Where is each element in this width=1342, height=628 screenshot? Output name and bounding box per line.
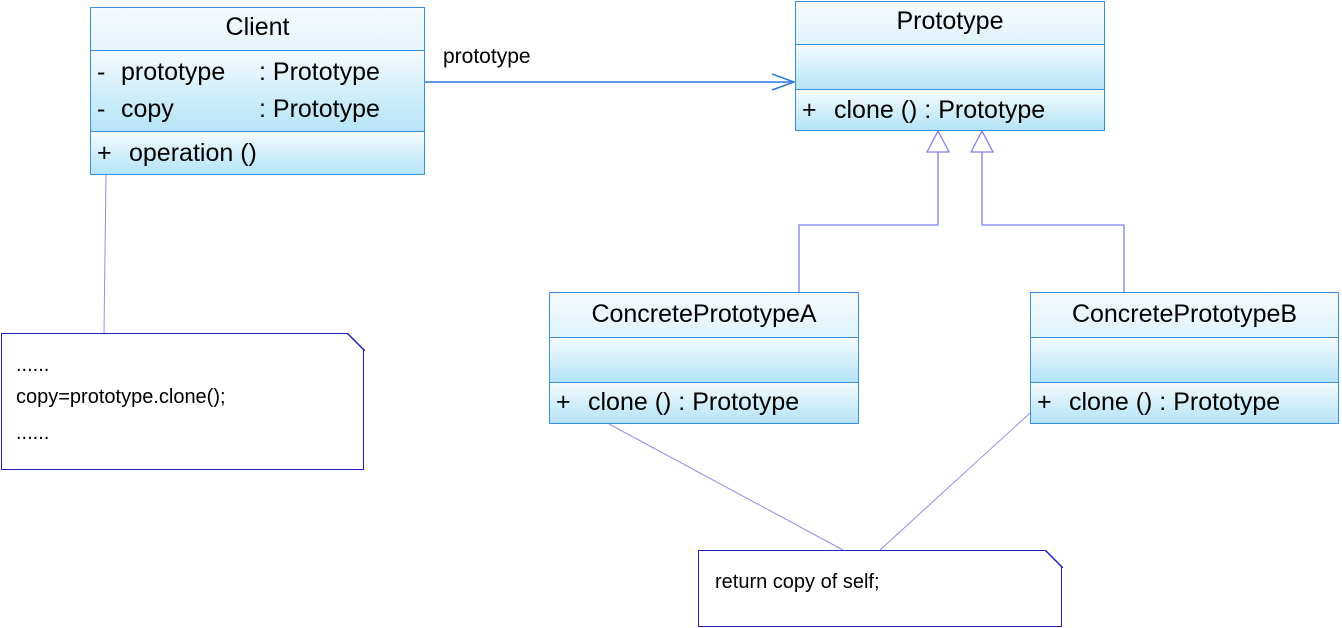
attr-name: prototype [121, 58, 226, 86]
class-concrete-prototype-a[interactable]: ConcretePrototypeA + clone () : Prototyp… [549, 292, 859, 424]
concrete-a-attributes [550, 337, 858, 382]
class-client[interactable]: Client - prototype : Prototype - copy : … [90, 7, 425, 175]
attr-name: copy [121, 95, 174, 123]
concrete-b-attributes [1031, 337, 1338, 382]
association-label: prototype [443, 45, 531, 68]
class-name-concrete-b: ConcretePrototypeB [1071, 300, 1298, 328]
note-return-copy[interactable]: return copy of self; [698, 549, 1063, 627]
association-arrowhead [771, 73, 797, 91]
generalization-arrowhead-a [925, 129, 951, 153]
op-signature: clone () : Prototype [588, 388, 800, 416]
op-visibility: + [1037, 388, 1052, 416]
prototype-attributes [796, 44, 1104, 89]
class-name-concrete-a: ConcretePrototypeA [591, 300, 817, 328]
generalization-line-a[interactable] [798, 152, 939, 292]
op-signature: operation () [129, 139, 257, 167]
note-link-concrete-a [608, 423, 844, 551]
note-fold-corner [346, 332, 365, 351]
client-operations: + operation () [91, 131, 424, 174]
note-line: ...... [16, 422, 50, 444]
note-link-client [103, 174, 107, 334]
class-concrete-prototype-b[interactable]: ConcretePrototypeB + clone () : Prototyp… [1030, 292, 1339, 424]
note-line: ...... [16, 354, 50, 376]
generalization-arrowhead-b [969, 129, 995, 153]
note-client-operation[interactable]: ...... copy=prototype.clone(); ...... [1, 332, 365, 470]
prototype-operations: + clone () : Prototype [796, 89, 1104, 130]
attr-visibility: - [97, 58, 106, 86]
note-fold-corner [1044, 549, 1063, 568]
class-name-prototype: Prototype [896, 7, 1004, 35]
op-visibility: + [97, 139, 112, 167]
op-visibility: + [556, 388, 571, 416]
client-attributes: - prototype : Prototype - copy : Prototy… [91, 50, 424, 131]
generalization-line-b[interactable] [981, 152, 1125, 292]
note-line: copy=prototype.clone(); [16, 386, 226, 408]
op-visibility: + [802, 96, 817, 124]
op-signature: clone () : Prototype [834, 96, 1046, 124]
class-prototype[interactable]: Prototype + clone () : Prototype [795, 1, 1105, 131]
concrete-a-operations: + clone () : Prototype [550, 382, 858, 423]
op-signature: clone () : Prototype [1069, 388, 1281, 416]
class-name-client: Client [225, 13, 290, 41]
attr-type: : Prototype [259, 58, 380, 86]
attr-type: : Prototype [259, 95, 380, 123]
attr-visibility: - [97, 95, 106, 123]
note-line: return copy of self; [715, 571, 880, 593]
concrete-b-operations: + clone () : Prototype [1031, 382, 1338, 423]
note-link-concrete-b [879, 412, 1031, 551]
